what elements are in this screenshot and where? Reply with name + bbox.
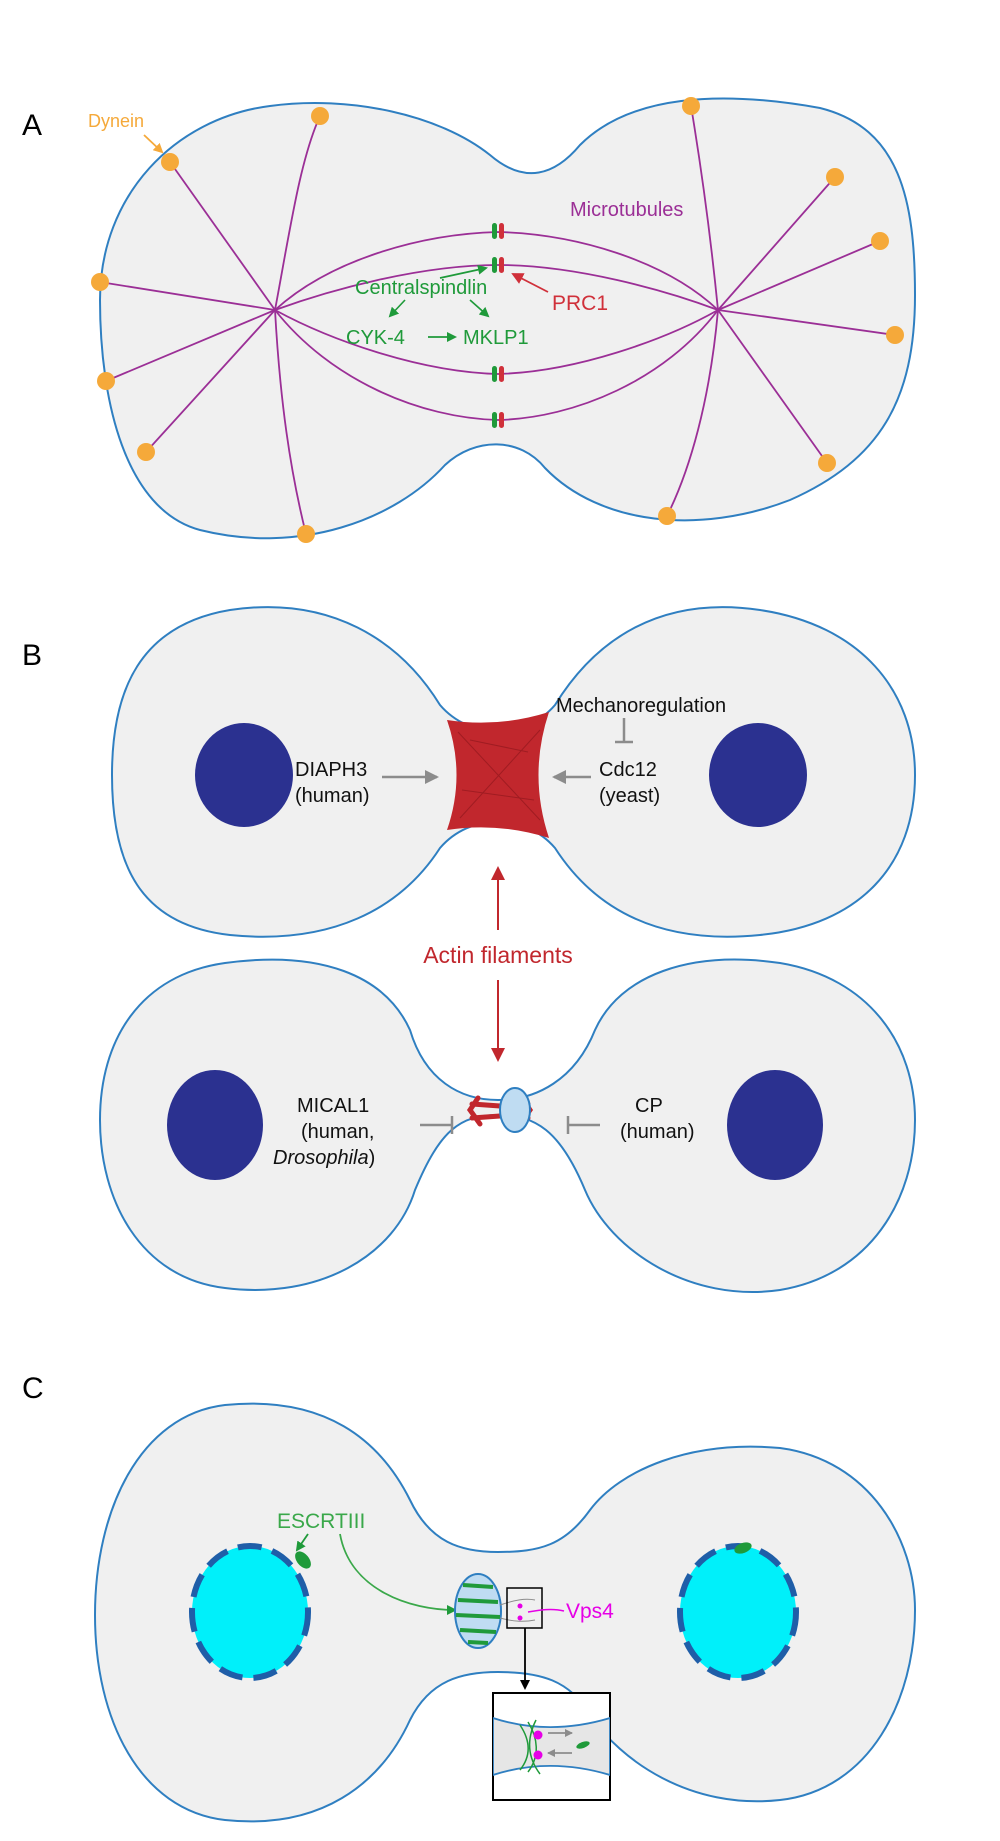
dynein-dot [91, 273, 109, 291]
prc1-label: PRC1 [552, 292, 608, 315]
drosophila-text: Drosophila [273, 1147, 369, 1169]
escrt-on-nuclear-envelope [295, 1551, 311, 1569]
centralspindlin-label: Centralspindlin [355, 277, 487, 299]
panel-b: B Mechanoregulation DIAPH3 (human) Cdc12… [22, 606, 917, 1293]
dynein-dot [311, 107, 329, 125]
dynein-dot [297, 525, 315, 543]
vps4-arrow [527, 1608, 565, 1613]
dynein-label: Dynein [88, 111, 144, 131]
cdc12-species: (yeast) [599, 785, 660, 807]
overlap-marker [492, 257, 504, 273]
nucleus-right [709, 723, 807, 827]
mical1-label: MICAL1 [297, 1095, 369, 1117]
dynein-arrow [143, 134, 164, 154]
cyk4-label: CYK-4 [346, 327, 405, 349]
microtubules [99, 105, 896, 535]
mical1-inhibit [420, 1116, 454, 1134]
dynein-dot [818, 454, 836, 472]
vps4-label: Vps4 [566, 1600, 614, 1623]
actin-filaments-label: Actin filaments [423, 942, 573, 968]
overlap-marker [492, 223, 504, 239]
cp-label: CP [635, 1095, 663, 1117]
mechanoregulation-label: Mechanoregulation [556, 695, 726, 717]
dynein-dot [137, 443, 155, 461]
zoom-inset [492, 1692, 611, 1801]
nucleus-right [680, 1546, 796, 1678]
prc1-arrow [511, 273, 549, 293]
dynein-dot [871, 232, 889, 250]
nuclear-envelope-left [189, 1543, 311, 1681]
mical1-species-1: (human, [301, 1121, 374, 1143]
mklp1-label: MKLP1 [463, 327, 529, 349]
panel-c-cell-membrane [93, 1402, 917, 1823]
escrt-on-nuclear-envelope [734, 1542, 752, 1554]
centralspindlin-arrow [439, 264, 488, 279]
cp-species: (human) [620, 1121, 694, 1143]
vps4-dot [517, 1603, 523, 1609]
overlap-marker [492, 366, 504, 382]
dynein-dot [658, 507, 676, 525]
dynein-dots [91, 97, 904, 543]
panel-c: C ESCRTIII Vps4 [22, 1372, 917, 1823]
panel-a-letter: A [22, 109, 42, 142]
actin-texture [457, 729, 541, 821]
diaph3-label: DIAPH3 [295, 759, 367, 781]
escrtiii-short-arrow [295, 1533, 309, 1552]
mechanoregulation-inhibit [615, 718, 633, 744]
escrtiii-long-arrow [339, 1533, 457, 1615]
panel-a-cell-membrane [98, 97, 917, 540]
overlap-markers [492, 223, 504, 428]
panel-a: A [22, 97, 917, 543]
overlap-marker [492, 412, 504, 428]
vps4-dot [517, 1615, 523, 1621]
dynein-dot [97, 372, 115, 390]
nucleus-left [195, 723, 293, 827]
escrtiii-label: ESCRTIII [277, 1510, 365, 1533]
microtubules-label: Microtubules [570, 199, 683, 221]
nucleus-left [192, 1546, 308, 1678]
panel-b-letter: B [22, 639, 42, 672]
centralspindlin-to-mklp1-arrow [469, 299, 490, 318]
cp-inhibit [566, 1116, 600, 1134]
cdc12-label: Cdc12 [599, 759, 657, 781]
bridge-filaments [499, 1598, 536, 1622]
escrtiii-spirals [455, 1583, 501, 1645]
dynein-dot [826, 168, 844, 186]
nucleus-right [727, 1070, 823, 1180]
mical1-species-close: ) [369, 1147, 376, 1169]
nucleus-left [167, 1070, 263, 1180]
dynein-dot [682, 97, 700, 115]
diaph3-species: (human) [295, 785, 369, 807]
midbody [499, 1087, 531, 1133]
dynein-dot [886, 326, 904, 344]
dynein-dot [161, 153, 179, 171]
mical1-species-2: Drosophila) [273, 1147, 375, 1169]
centralspindlin-to-cyk4-arrow [388, 299, 406, 318]
panel-c-letter: C [22, 1372, 44, 1405]
